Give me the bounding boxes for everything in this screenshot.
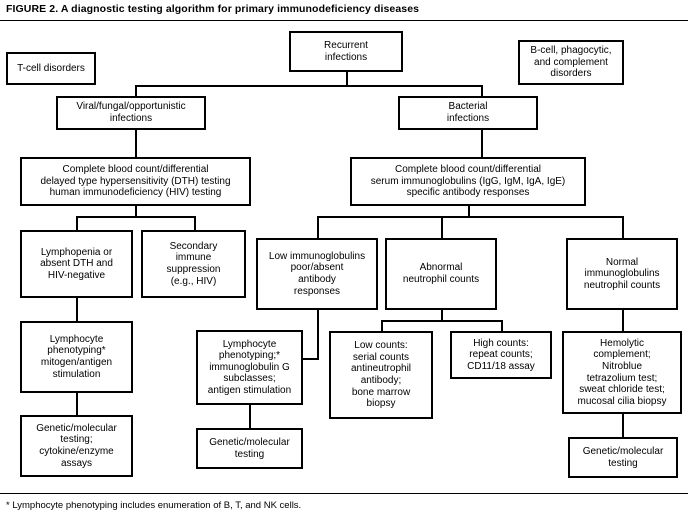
- connector-abnormal-split: [381, 320, 501, 322]
- connector-to-high-counts: [501, 320, 503, 332]
- node-label: Genetic/molecular testing; cytokine/enzy…: [36, 422, 117, 469]
- connector-abnormal-down: [441, 309, 443, 322]
- figure-title: FIGURE 2. A diagnostic testing algorithm…: [6, 3, 420, 15]
- node-label: Lymphocyte phenotyping;* immunoglobulin …: [207, 338, 292, 396]
- connector-cbc-left-down: [135, 205, 137, 218]
- node-cbc-left[interactable]: Complete blood count/differential delaye…: [20, 157, 251, 206]
- node-cbc-right[interactable]: Complete blood count/differential serum …: [350, 157, 586, 206]
- node-label: Bacterial infections: [446, 101, 490, 124]
- node-bacterial-infections[interactable]: Bacterial infections: [398, 96, 538, 130]
- node-low-immunoglobulins[interactable]: Low immunoglobulins poor/absent antibody…: [256, 238, 378, 310]
- node-recurrent-infections[interactable]: Recurrent infections: [289, 31, 403, 72]
- connector-to-abnormal-neutrophil: [441, 216, 443, 238]
- node-label: Normal immunoglobulins neutrophil counts: [583, 256, 661, 291]
- node-high-counts[interactable]: High counts: repeat counts; CD11/18 assa…: [450, 331, 552, 379]
- footnote-divider: [0, 493, 688, 494]
- connector-cbc-left-split: [76, 216, 196, 218]
- node-b-cell-disorders[interactable]: B-cell, phagocytic, and complement disor…: [518, 40, 624, 85]
- node-t-cell-disorders[interactable]: T-cell disorders: [6, 52, 96, 85]
- connector-to-viral: [135, 85, 137, 98]
- node-lymphocyte-phenotyping-left[interactable]: Lymphocyte phenotyping* mitogen/antigen …: [20, 321, 133, 393]
- node-label: Hemolytic complement; Nitroblue tetrazol…: [577, 337, 667, 407]
- node-label: T-cell disorders: [17, 62, 85, 74]
- node-abnormal-neutrophil-counts[interactable]: Abnormal neutrophil counts: [385, 238, 497, 310]
- node-genetic-molecular-left[interactable]: Genetic/molecular testing; cytokine/enzy…: [20, 415, 133, 477]
- node-lymphopenia[interactable]: Lymphopenia or absent DTH and HIV-negati…: [20, 230, 133, 298]
- node-genetic-molecular-right[interactable]: Genetic/molecular testing: [568, 437, 678, 478]
- connector-viral-to-cbc-left: [135, 129, 137, 157]
- node-label: Complete blood count/differential delaye…: [40, 164, 231, 199]
- node-label: Lymphocyte phenotyping* mitogen/antigen …: [40, 333, 113, 380]
- node-label: Complete blood count/differential serum …: [370, 164, 566, 199]
- title-divider: [0, 20, 688, 21]
- node-label: Secondary immune suppression (e.g., HIV): [166, 240, 221, 287]
- connector-normal-ig-to-hemolytic: [622, 309, 624, 332]
- connector-lymphopenia-to-phenotyping: [76, 297, 78, 322]
- node-label: Abnormal neutrophil counts: [402, 262, 480, 285]
- node-label: Low counts: serial counts antineutrophil…: [350, 340, 412, 410]
- connector-cbc-right-down: [468, 205, 470, 218]
- connector-hemolytic-to-genetic-right: [622, 413, 624, 438]
- node-label: Genetic/molecular testing: [209, 436, 290, 460]
- node-label: Recurrent infections: [324, 39, 368, 63]
- connector-recurrent-down: [346, 71, 348, 87]
- connector-to-lymphopenia: [76, 216, 78, 231]
- figure-footnote: * Lymphocyte phenotyping includes enumer…: [6, 500, 302, 511]
- connector-low-ig-down: [317, 309, 319, 360]
- connector-to-low-counts: [381, 320, 383, 332]
- connector-low-ig-elbow: [303, 358, 319, 360]
- node-genetic-molecular-mid[interactable]: Genetic/molecular testing: [196, 428, 303, 469]
- node-normal-immunoglobulins[interactable]: Normal immunoglobulins neutrophil counts: [566, 238, 678, 310]
- node-lymphocyte-phenotyping-mid[interactable]: Lymphocyte phenotyping;* immunoglobulin …: [196, 330, 303, 405]
- node-label: High counts: repeat counts; CD11/18 assa…: [467, 337, 535, 372]
- connector-bacterial-to-cbc-right: [481, 129, 483, 157]
- node-label: Genetic/molecular testing: [582, 445, 664, 469]
- connector-phenotyping-mid-to-genetic: [249, 404, 251, 429]
- node-hemolytic-complement[interactable]: Hemolytic complement; Nitroblue tetrazol…: [562, 331, 682, 414]
- connector-to-secondary: [194, 216, 196, 231]
- node-secondary-immune-suppression[interactable]: Secondary immune suppression (e.g., HIV): [141, 230, 246, 298]
- connector-to-normal-ig: [622, 216, 624, 238]
- node-label: B-cell, phagocytic, and complement disor…: [530, 45, 612, 80]
- node-label: Lymphopenia or absent DTH and HIV-negati…: [40, 246, 113, 281]
- connector-to-low-ig: [317, 216, 319, 238]
- connector-recurrent-split: [135, 85, 483, 87]
- node-low-counts[interactable]: Low counts: serial counts antineutrophil…: [329, 331, 433, 419]
- node-label: Low immunoglobulins poor/absent antibody…: [268, 250, 366, 297]
- node-label: Viral/fungal/opportunistic infections: [76, 101, 186, 124]
- connector-to-bacterial: [481, 85, 483, 98]
- connector-phenotyping-to-genetic-left: [76, 392, 78, 416]
- node-viral-fungal-infections[interactable]: Viral/fungal/opportunistic infections: [56, 96, 206, 130]
- connector-cbc-right-split: [317, 216, 624, 218]
